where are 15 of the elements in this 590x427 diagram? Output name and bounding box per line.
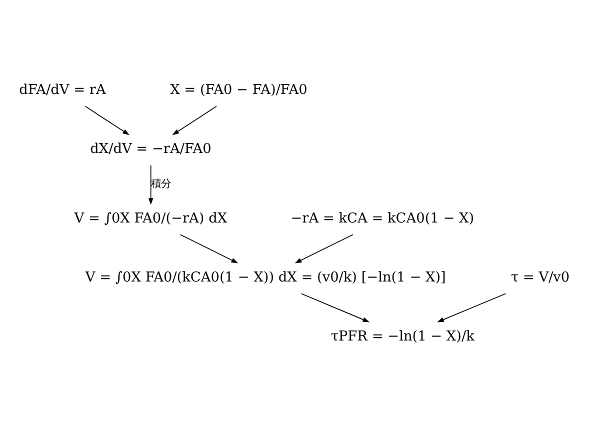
arrow — [437, 292, 506, 322]
arrow — [148, 164, 154, 204]
node-text: τPFR = −ln(1 − X)/k — [330, 328, 474, 344]
node-text: V = ∫0X FA0/(−rA) dX — [74, 210, 228, 226]
node-text: τ = V/v0 — [510, 268, 570, 285]
node-text: −rA = kCA = kCA0(1 − X) — [290, 210, 474, 226]
arrow — [300, 292, 370, 322]
arrow — [172, 105, 217, 135]
arrow — [84, 105, 130, 135]
node-text: X = (FA0 − FA)/FA0 — [170, 82, 308, 98]
arrow — [180, 234, 238, 263]
node-text: V = ∫0X FA0/(kCA0(1 − X)) dX = (v0/k) [−ln(1 − X)] — [85, 268, 446, 285]
node-text: dFA/dV = rA — [19, 82, 106, 98]
arrow — [294, 234, 354, 263]
node-text: dX/dV = −rA/FA0 — [90, 140, 212, 157]
